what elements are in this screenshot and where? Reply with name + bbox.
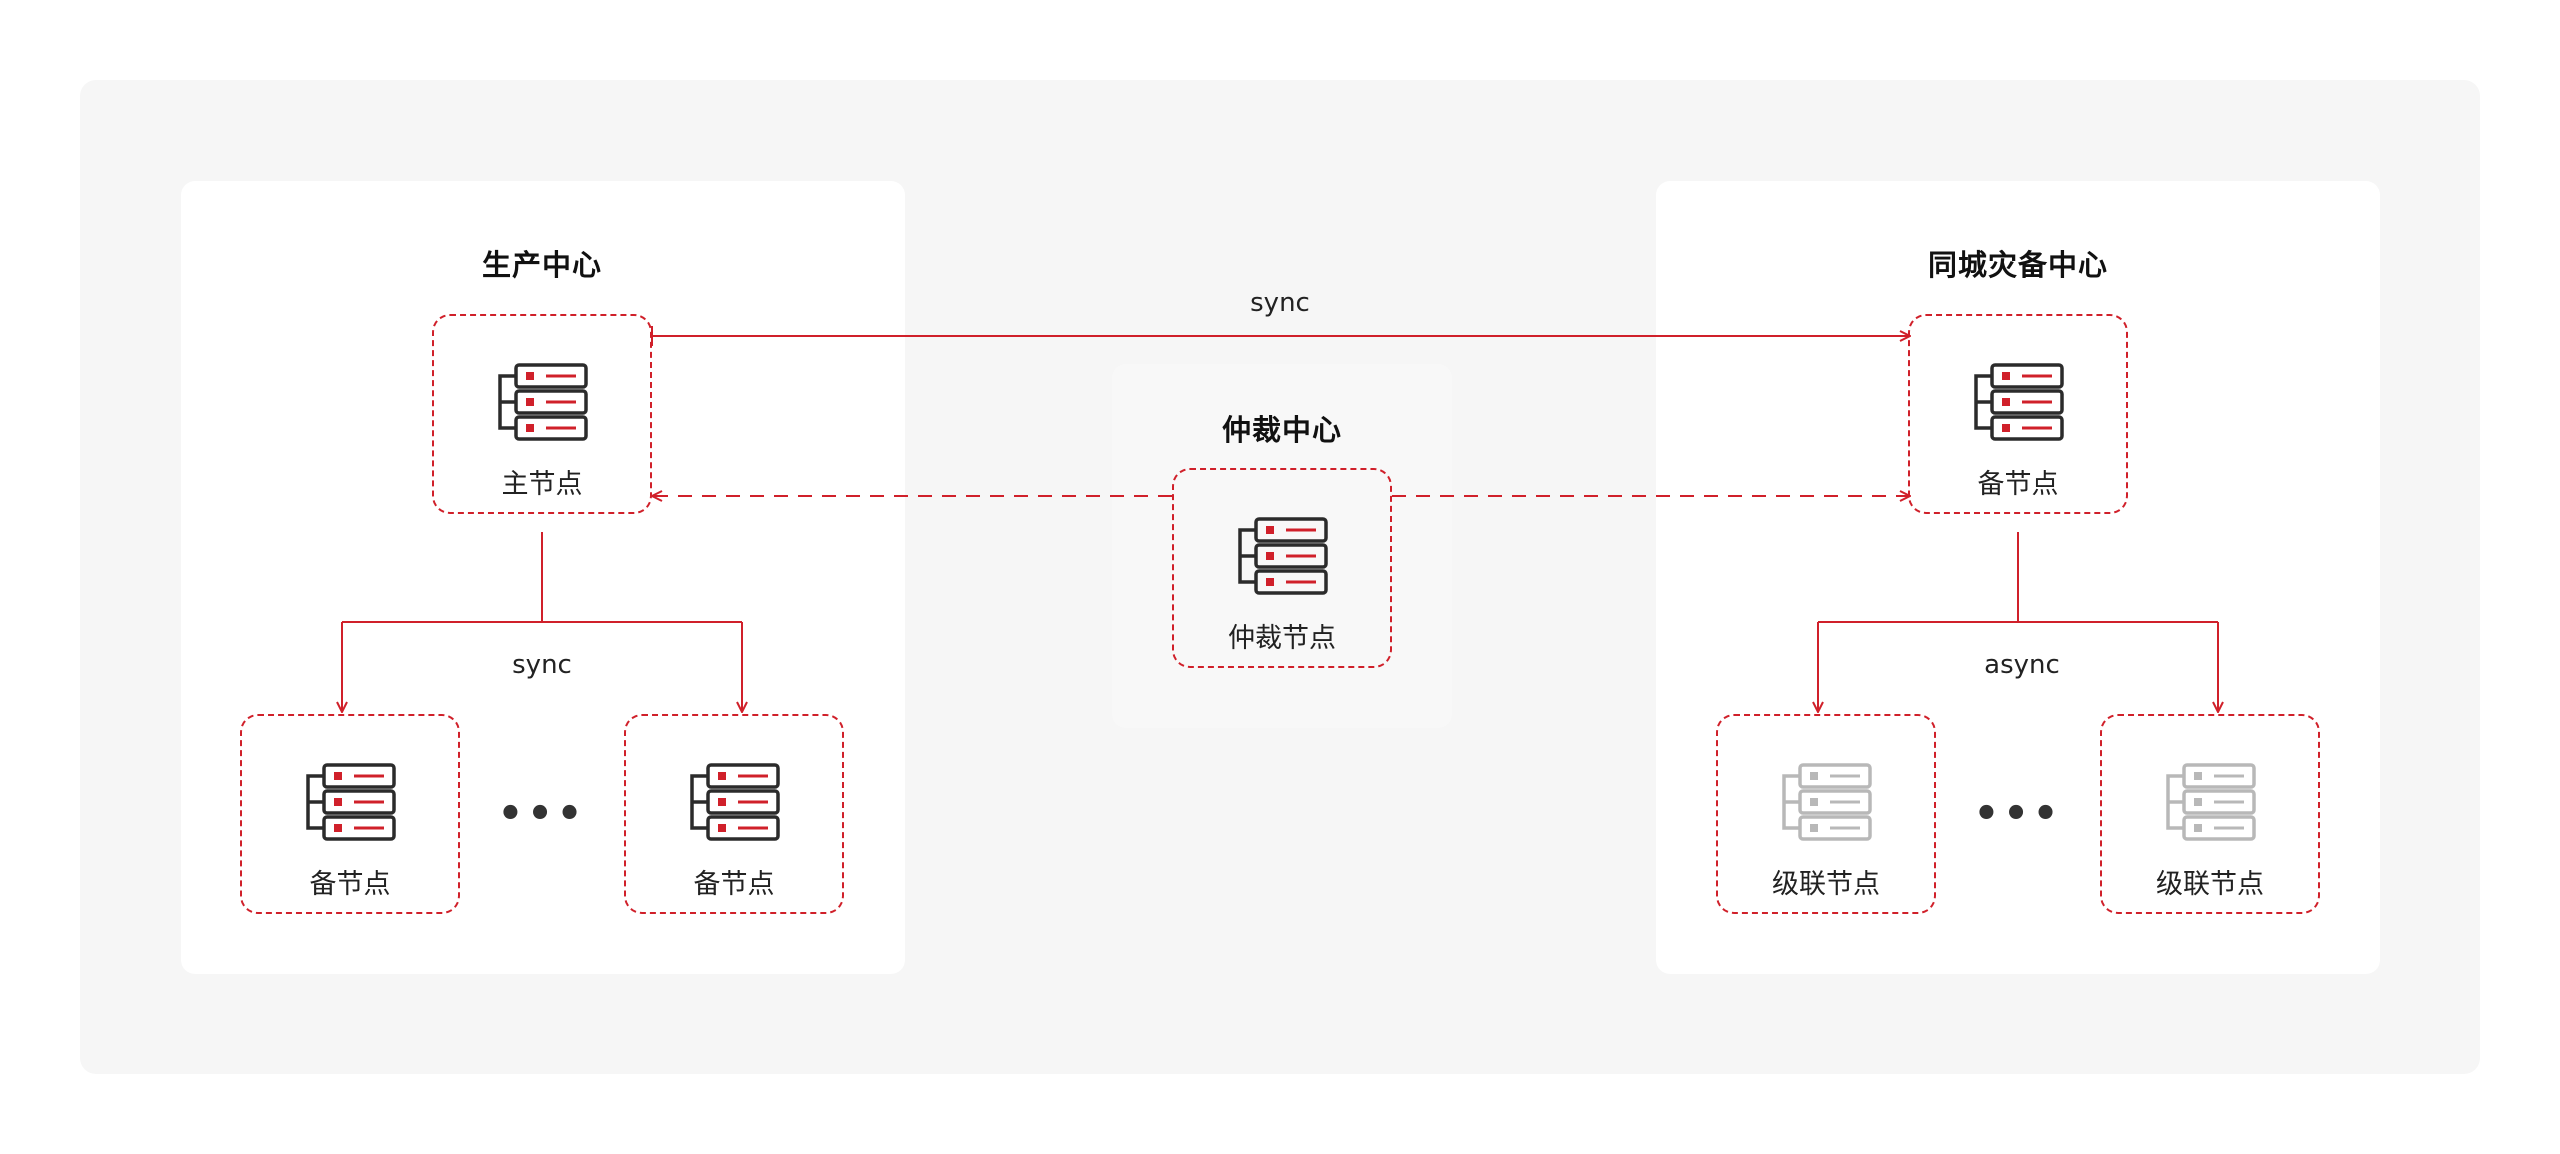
arbiter-node[interactable]: 仲裁节点 — [1172, 468, 1392, 668]
dr-center-title: 同城灾备中心 — [1927, 248, 2109, 282]
server-stack-icon — [498, 363, 588, 441]
prod-standby-node-1[interactable]: 备节点 — [240, 714, 460, 914]
production-center-title: 生产中心 — [481, 248, 603, 282]
async-label-dr: async — [1984, 650, 2060, 680]
server-stack-icon — [1238, 517, 1328, 595]
prod-fanout-lines — [342, 532, 742, 623]
server-stack-icon — [690, 763, 780, 841]
prod-standby-node-2[interactable]: 备节点 — [624, 714, 844, 914]
node-label: 仲裁节点 — [1228, 623, 1336, 654]
arbitration-center-title: 仲裁中心 — [1221, 413, 1343, 447]
server-stack-icon — [1782, 763, 1872, 841]
sync-label-main: sync — [1250, 288, 1310, 318]
dr-standby-node[interactable]: 备节点 — [1908, 314, 2128, 514]
node-label: 备节点 — [693, 869, 775, 900]
node-dashed-border — [240, 714, 460, 914]
node-label: 主节点 — [501, 469, 583, 500]
node-dashed-border — [1172, 468, 1392, 668]
server-stack-icon — [1974, 363, 2064, 441]
node-dashed-border — [432, 314, 652, 514]
more-nodes-ellipsis-prod: ••• — [497, 791, 587, 837]
node-label: 级联节点 — [2156, 869, 2264, 900]
node-dashed-border — [1716, 714, 1936, 914]
node-label: 级联节点 — [1772, 869, 1880, 900]
node-label: 备节点 — [309, 869, 391, 900]
cascade-node-1[interactable]: 级联节点 — [1716, 714, 1936, 914]
server-stack-icon — [2166, 763, 2256, 841]
node-dashed-border — [624, 714, 844, 914]
node-dashed-border — [1908, 314, 2128, 514]
node-label: 备节点 — [1977, 469, 2059, 500]
cascade-node-2[interactable]: 级联节点 — [2100, 714, 2320, 914]
primary-node[interactable]: 主节点 — [432, 314, 652, 514]
sync-label-prod: sync — [512, 650, 572, 680]
node-dashed-border — [2100, 714, 2320, 914]
server-stack-icon — [306, 763, 396, 841]
dr-fanout-lines — [1818, 532, 2218, 623]
more-nodes-ellipsis-dr: ••• — [1973, 791, 2063, 837]
